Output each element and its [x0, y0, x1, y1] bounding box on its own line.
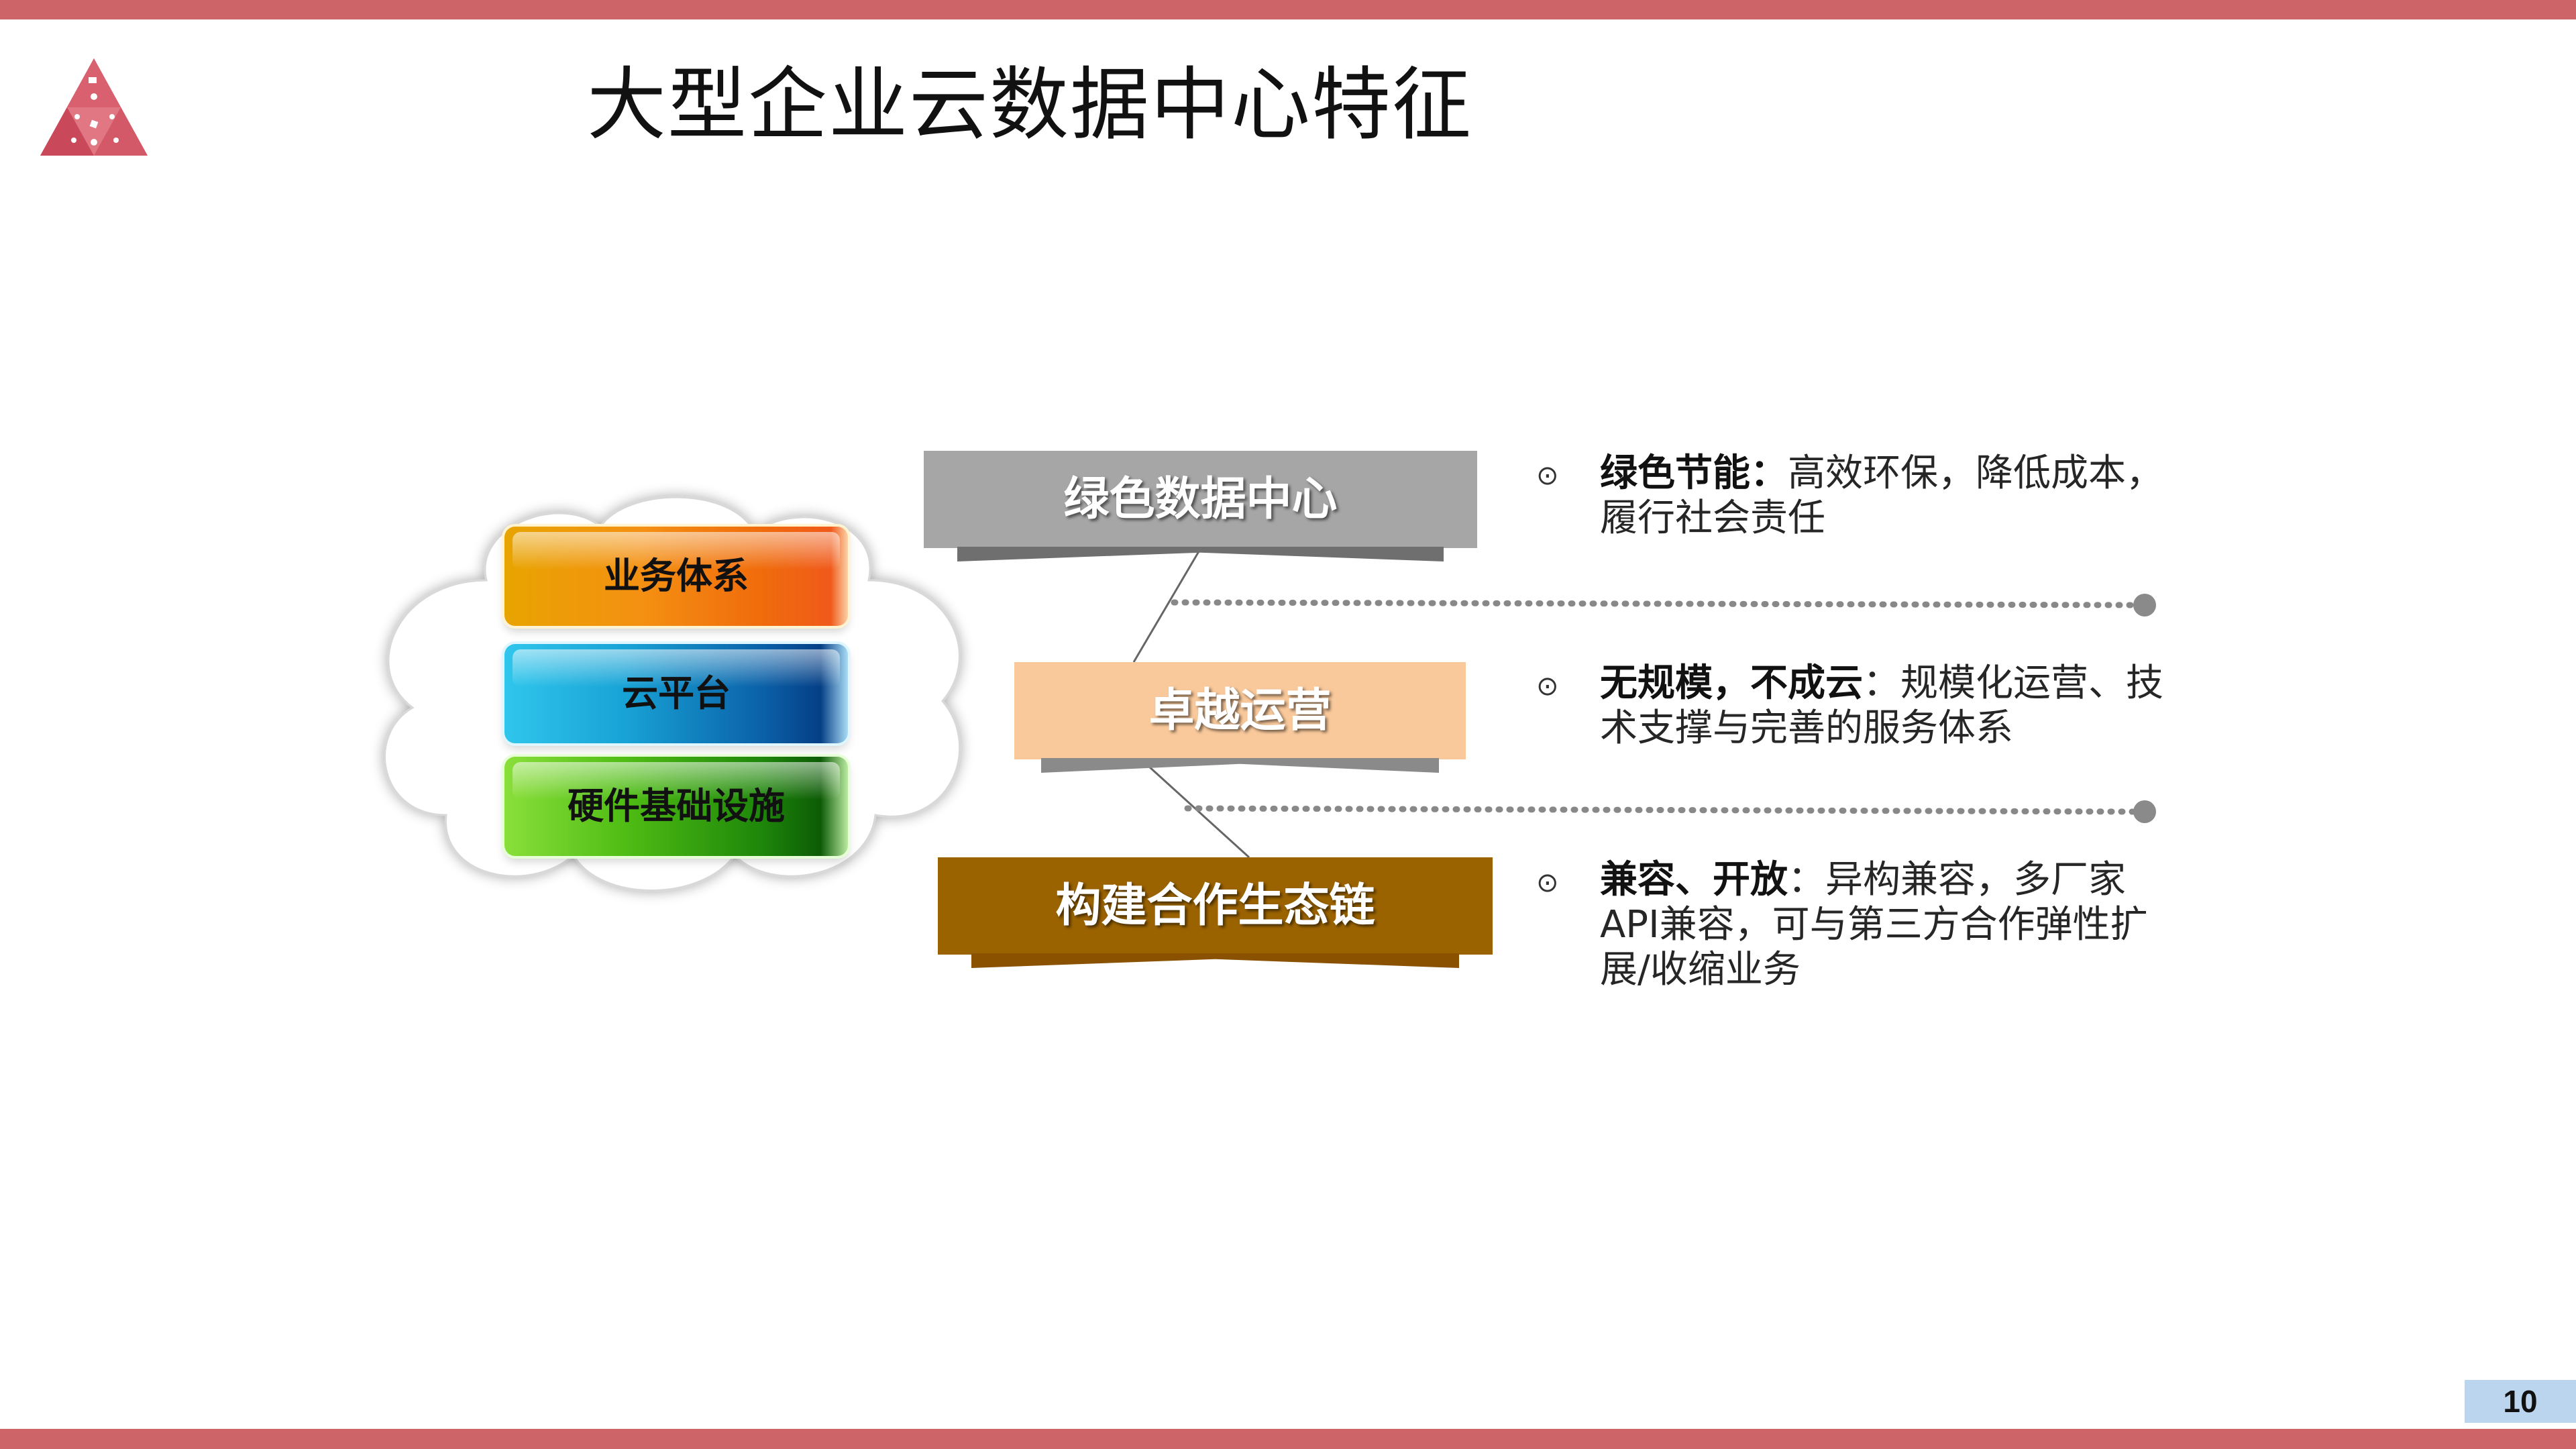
feature-desc-ops: 无规模，不成云：规模化运营、技 术支撑与完善的服务体系 [1600, 661, 2177, 751]
banner-ecosystem: 构建合作生态链 [938, 857, 1493, 968]
feature-desc-eco-bold: 兼容、开放 [1600, 858, 1788, 902]
layer-cloud-platform: 云平台 [504, 644, 848, 743]
circled-dot-icon: ⊙ [1536, 867, 1559, 898]
banner-operations-label: 卓越运营 [1148, 684, 1332, 737]
top-accent-bar [0, 0, 2576, 19]
feature-desc-green-line2: 履行社会责任 [1600, 496, 1825, 540]
feature-desc-eco-line3: 展/收缩业务 [1600, 948, 1801, 991]
banner-green-datacenter: 绿色数据中心 [924, 451, 1477, 561]
feature-desc-ops-bold: 无规模，不成云 [1600, 661, 1863, 705]
feature-desc-green: 绿色节能：高效环保，降低成本， 履行社会责任 [1600, 451, 2177, 541]
feature-desc-ops-line2: 术支撑与完善的服务体系 [1600, 706, 2013, 750]
feature-desc-eco: 兼容、开放：异构兼容，多厂家 API兼容，可与第三方合作弹性扩 展/收缩业务 [1600, 857, 2177, 992]
banner-green-datacenter-label: 绿色数据中心 [1063, 473, 1338, 526]
banner-ecosystem-label: 构建合作生态链 [1055, 879, 1375, 932]
layer-hardware: 硬件基础设施 [504, 757, 848, 856]
banner-operations: 卓越运营 [1014, 662, 1466, 773]
page-title: 大型企业云数据中心特征 [587, 58, 1473, 151]
feature-desc-green-bold: 绿色节能： [1600, 451, 1788, 495]
feature-desc-eco-line1: ：异构兼容，多厂家 [1788, 858, 2126, 902]
layer-hardware-label: 硬件基础设施 [568, 785, 785, 827]
pyramid-logo-icon [40, 58, 148, 156]
layer-business-label: 业务体系 [604, 555, 749, 597]
bottom-accent-bar [0, 1429, 2576, 1449]
circled-dot-icon: ⊙ [1536, 671, 1559, 702]
feature-desc-green-line1: 高效环保，降低成本， [1788, 451, 2163, 495]
layer-cloud-platform-label: 云平台 [622, 672, 731, 714]
feature-desc-eco-line2: API兼容，可与第三方合作弹性扩 [1600, 903, 2148, 947]
layer-business: 业务体系 [504, 527, 848, 626]
page-number: 10 [2465, 1380, 2576, 1423]
circled-dot-icon: ⊙ [1536, 460, 1559, 491]
feature-desc-ops-line1: ：规模化运营、技 [1863, 661, 2163, 705]
